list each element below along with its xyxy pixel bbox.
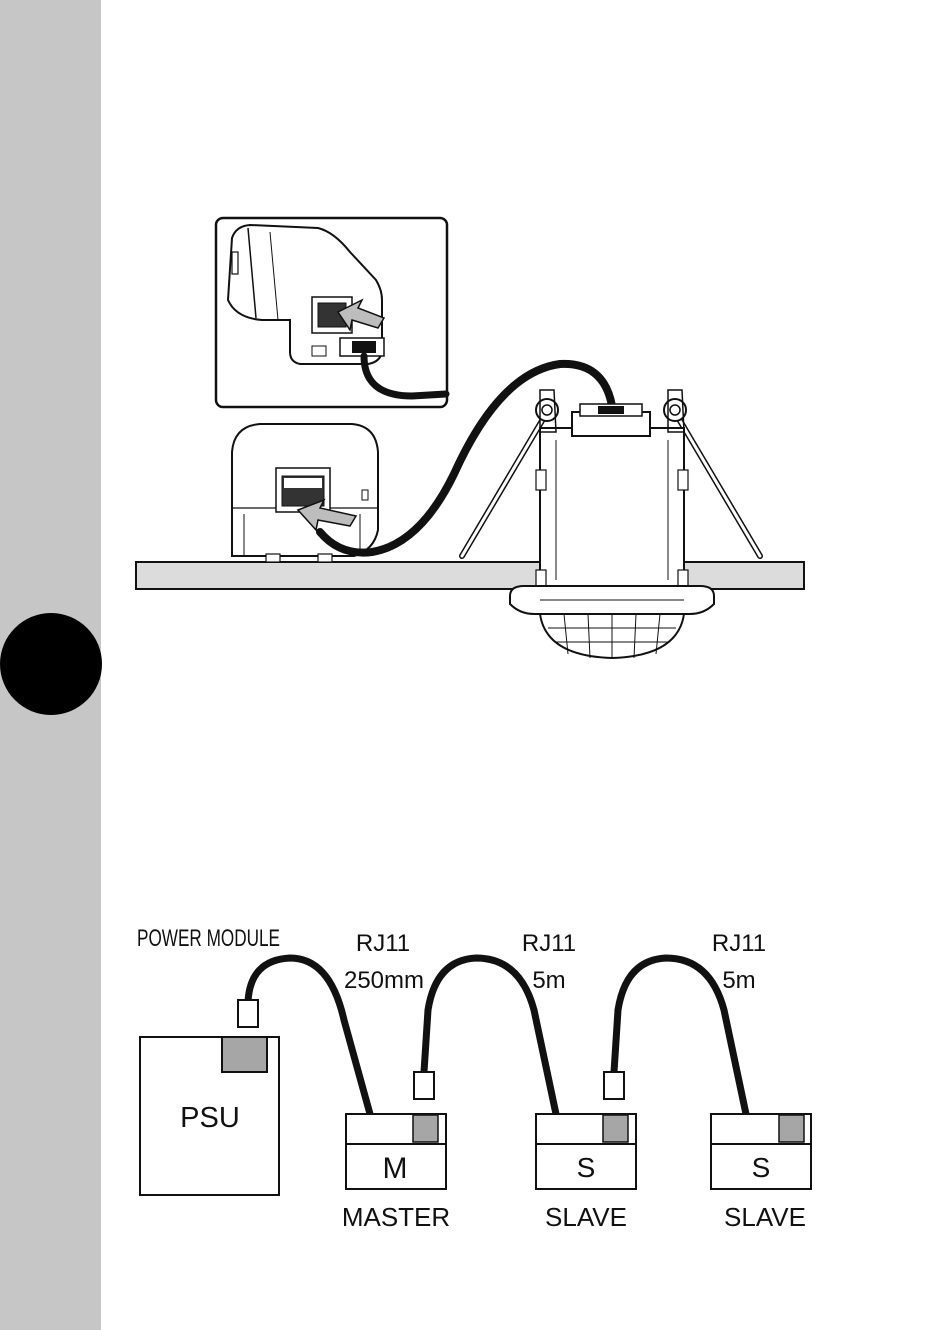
master-caption: MASTER (342, 1202, 450, 1232)
slave1-box: S (536, 1114, 636, 1189)
rj11-plug-slave1 (604, 1072, 624, 1099)
cable2-type-label: RJ11 (522, 930, 576, 957)
cable3-length-label: 5m (722, 967, 755, 994)
cable1-length-label: 250mm (344, 967, 424, 994)
slave1-caption: SLAVE (545, 1202, 627, 1232)
power-module-label: POWER MODULE (137, 925, 280, 952)
slave1-letter: S (577, 1152, 596, 1183)
rj11-plug-master (414, 1072, 434, 1099)
slave2-letter: S (752, 1152, 771, 1183)
psu-label: PSU (180, 1102, 240, 1134)
master-box: M (346, 1114, 446, 1189)
cable1-type-label: RJ11 (356, 930, 410, 957)
cable3-type-label: RJ11 (712, 930, 766, 957)
slave2-caption: SLAVE (724, 1202, 806, 1232)
cable2-length-label: 5m (532, 967, 565, 994)
psu-box: PSU (140, 1037, 279, 1195)
master-letter: M (383, 1152, 408, 1185)
slave2-box: S (711, 1114, 811, 1189)
rj11-plug-psu (238, 1000, 258, 1027)
